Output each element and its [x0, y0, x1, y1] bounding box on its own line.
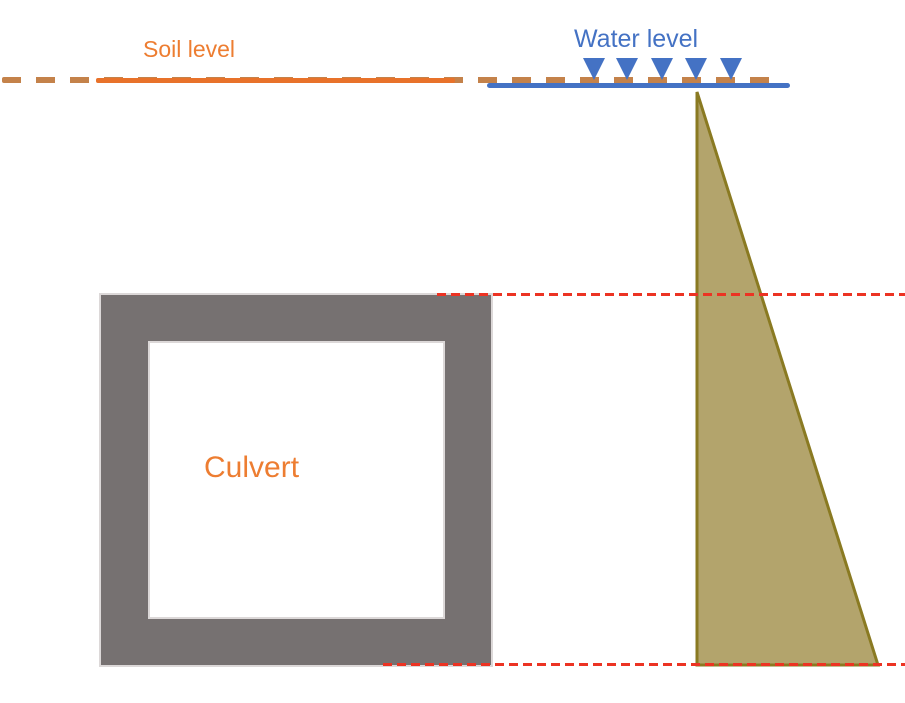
- culvert-opening: [150, 343, 443, 617]
- pressure-triangle-shape: [695, 91, 881, 667]
- water-surface-marker-icon: [651, 58, 673, 80]
- water-level-label: Water level: [574, 25, 699, 53]
- culvert-top-reference-line: [437, 293, 905, 296]
- water-level-line: [487, 83, 790, 88]
- soil-level-label: Soil level: [143, 36, 236, 62]
- water-surface-marker-icon: [583, 58, 605, 80]
- soil-level-solid-line: [96, 78, 455, 83]
- water-surface-marker-icon: [616, 58, 638, 80]
- water-surface-marker-icon: [720, 58, 742, 80]
- culvert-label: Culvert: [204, 451, 300, 484]
- culvert-body: [101, 295, 491, 665]
- water-surface-marker-icon: [685, 58, 707, 80]
- culvert-bottom-reference-line: [383, 663, 905, 666]
